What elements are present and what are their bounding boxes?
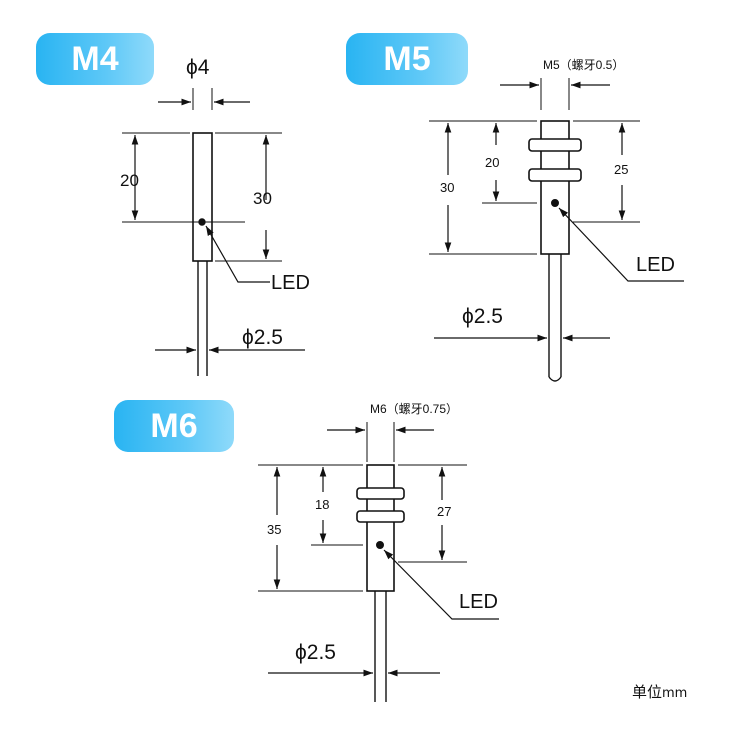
badge-m4: M4 — [36, 33, 154, 85]
m5-drawing — [429, 78, 684, 382]
m4-led-label: LED — [271, 272, 310, 294]
m6-led-indicator — [376, 541, 384, 549]
m6-nut-lower — [356, 510, 405, 523]
m4-led-indicator — [198, 218, 206, 226]
m5-nut-lower — [528, 168, 582, 182]
badge-m5: M5 — [346, 33, 468, 85]
m4-diameter-label: ϕ4 — [186, 56, 210, 79]
unit-note: 单位mm — [632, 681, 687, 702]
m6-length-27-label: 27 — [437, 504, 451, 519]
m4-sensor-body — [192, 132, 213, 262]
m6-cable-diameter-label: ϕ2.5 — [295, 641, 336, 664]
m4-length-30-label: 30 — [253, 189, 272, 208]
m5-length-30-label: 30 — [440, 180, 454, 195]
m6-sensor-body — [366, 464, 395, 592]
m5-sensor-body — [540, 120, 570, 255]
unit-note-suffix: mm — [662, 686, 688, 701]
m4-cable-diameter-label: ϕ2.5 — [242, 326, 283, 349]
m6-drawing — [258, 422, 499, 702]
m4-length-20-label: 20 — [120, 171, 139, 190]
m5-thread-label: M5（螺牙0.5） — [543, 58, 624, 72]
m6-thread-label: M6（螺牙0.75） — [370, 402, 458, 416]
badge-m6: M6 — [114, 400, 234, 452]
m5-led-indicator — [551, 199, 559, 207]
m5-length-25-label: 25 — [614, 162, 628, 177]
m5-nut-upper — [528, 138, 582, 152]
m5-length-20-label: 20 — [485, 155, 499, 170]
m5-led-label: LED — [636, 254, 675, 276]
m5-cable-diameter-label: ϕ2.5 — [462, 305, 503, 328]
m6-nut-upper — [356, 487, 405, 500]
m4-drawing — [122, 88, 305, 376]
m6-length-18-label: 18 — [315, 497, 329, 512]
m6-length-35-label: 35 — [267, 522, 281, 537]
m6-led-label: LED — [459, 591, 498, 613]
unit-note-prefix: 单位 — [632, 683, 663, 701]
